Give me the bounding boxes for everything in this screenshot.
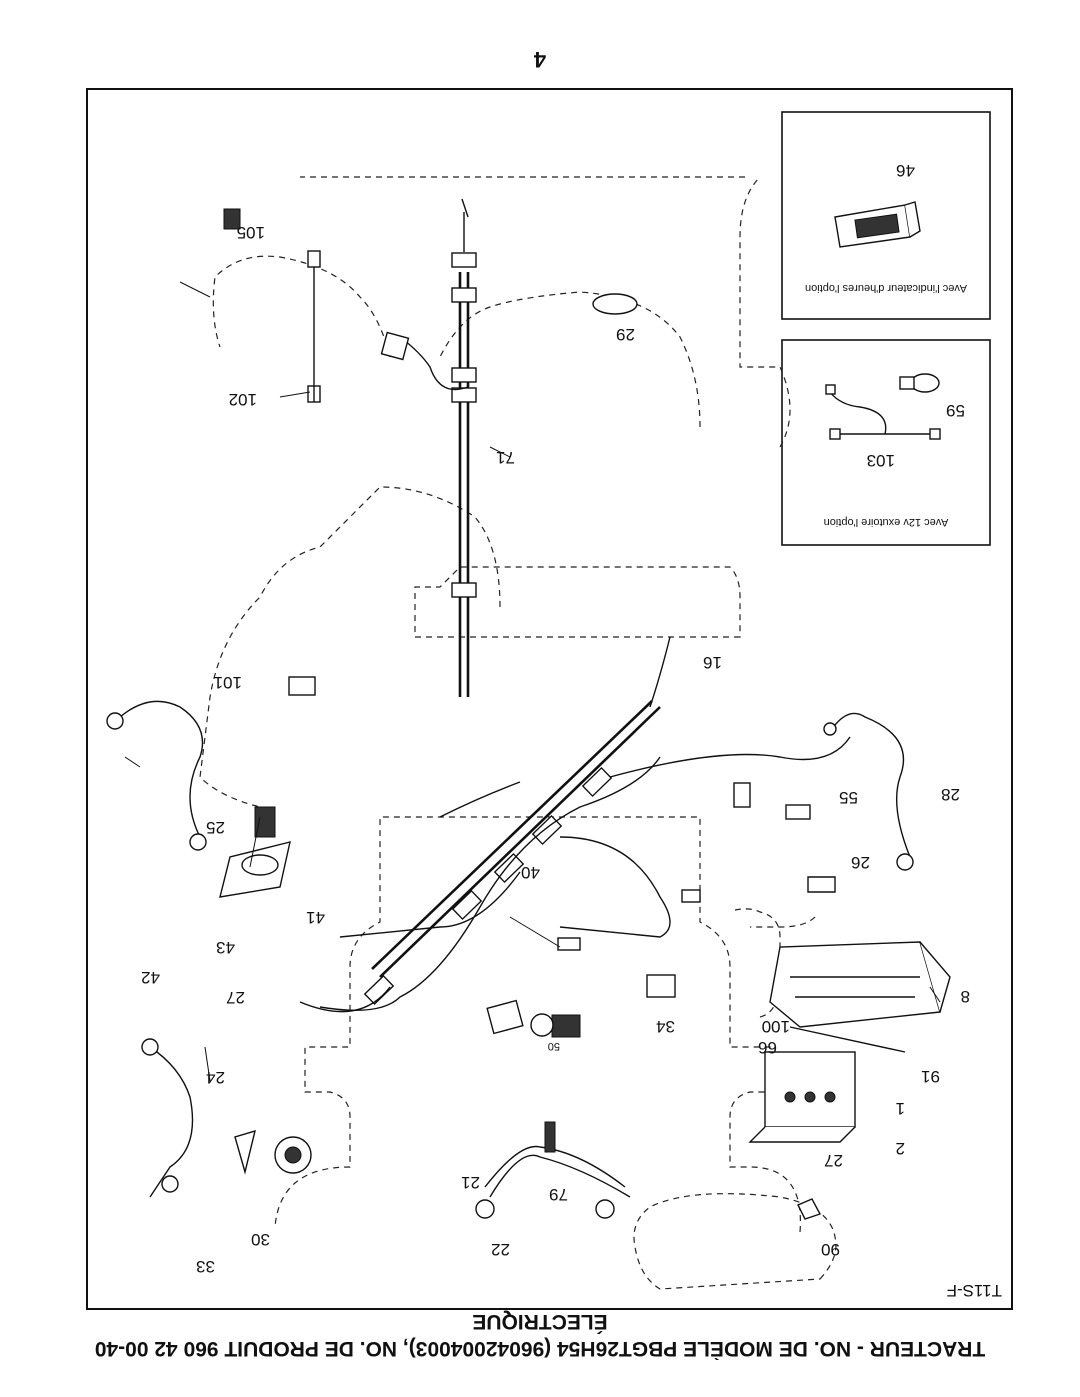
clip-26 xyxy=(807,876,836,893)
label-25: 25 xyxy=(206,818,225,837)
diagram-subtitle: ÉLECTRIQUE xyxy=(472,1310,607,1333)
connector-101 xyxy=(288,676,316,696)
inset-12v-caption: Avec 12v exutoire l'option xyxy=(824,516,949,528)
switch-50-icon xyxy=(551,1014,581,1038)
label-22: 22 xyxy=(491,1240,510,1259)
label-91: 91 xyxy=(921,1067,940,1086)
label-2: 2 xyxy=(896,1139,905,1158)
page-number: 4 xyxy=(533,47,546,72)
zone-dash xyxy=(414,566,741,638)
label-100: 100 xyxy=(762,1017,790,1036)
harness-40 xyxy=(379,706,661,978)
label-24: 24 xyxy=(206,1068,225,1087)
label-55: 55 xyxy=(839,788,858,807)
strap-91 xyxy=(789,1026,906,1053)
diagram-title: TRACTEUR - NO. DE MODÈLE PBGT26H54 (9604… xyxy=(95,1337,985,1360)
harness-79 xyxy=(489,1154,631,1198)
zone-battery xyxy=(734,908,781,1018)
label-41: 41 xyxy=(306,908,325,927)
label-1: 1 xyxy=(896,1099,905,1118)
label-16: 16 xyxy=(703,653,722,672)
label-50: 50 xyxy=(548,1040,560,1052)
sensor-105 xyxy=(223,208,241,230)
cable-24 xyxy=(149,1046,194,1198)
label-21: 21 xyxy=(461,1173,480,1192)
zone-seat xyxy=(633,1193,837,1290)
label-27b: 27 xyxy=(824,1151,843,1170)
zone-engine xyxy=(439,291,701,428)
label-28: 28 xyxy=(941,785,960,804)
label-79: 79 xyxy=(549,1185,568,1204)
inset-hourmeter-caption: Avec l'indicateur d'heures l'option xyxy=(805,282,967,294)
label-30: 30 xyxy=(251,1230,270,1249)
relay-16 xyxy=(733,782,751,808)
label-33: 33 xyxy=(196,1257,215,1276)
zone-right-side xyxy=(199,486,501,808)
label-27a: 27 xyxy=(226,988,245,1007)
key-icon xyxy=(234,1129,256,1175)
zone-console xyxy=(739,176,791,448)
label-101: 101 xyxy=(214,673,242,692)
label-29: 29 xyxy=(616,325,635,344)
inset-hourmeter-box xyxy=(781,111,991,320)
bracket-90 xyxy=(797,1198,822,1220)
label-43: 43 xyxy=(216,938,235,957)
battery-icon xyxy=(748,1051,856,1143)
zone-frame xyxy=(274,816,802,1233)
hour-meter-icon xyxy=(834,201,921,248)
label-46: 46 xyxy=(896,161,915,180)
label-103: 103 xyxy=(867,451,895,470)
label-59: 59 xyxy=(946,401,965,420)
label-34: 34 xyxy=(656,1017,675,1036)
label-40: 40 xyxy=(521,863,540,882)
grommet-29 xyxy=(592,293,638,315)
outer-frame xyxy=(86,88,1013,1310)
zone-bracket xyxy=(750,916,816,928)
label-66: 66 xyxy=(758,1038,777,1057)
label-26: 26 xyxy=(851,853,870,872)
ignition-switch-icon xyxy=(274,1136,312,1174)
label-8: 8 xyxy=(961,987,970,1006)
module-34-icon xyxy=(646,974,676,998)
label-102: 102 xyxy=(229,390,257,409)
label-42: 42 xyxy=(141,968,160,987)
label-71: 71 xyxy=(496,448,515,467)
cable-25 xyxy=(119,700,204,838)
label-105: 105 xyxy=(237,223,265,242)
figure-code: T11S-F xyxy=(947,1281,1002,1300)
outlet-icon xyxy=(825,373,941,440)
zone-rear xyxy=(212,255,391,358)
inset-12v-box xyxy=(781,339,991,546)
cable-28 xyxy=(834,712,911,858)
label-90: 90 xyxy=(821,1240,840,1259)
solenoid-icon xyxy=(219,806,291,898)
battery-box-icon xyxy=(769,941,951,1028)
